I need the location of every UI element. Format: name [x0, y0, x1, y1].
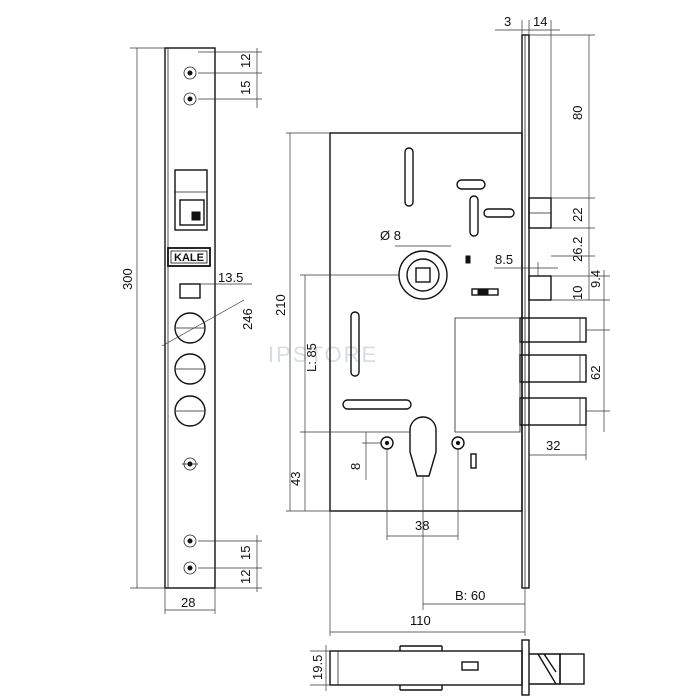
dim-spindle-diameter: Ø 8	[380, 228, 401, 243]
bolt-2	[519, 354, 587, 383]
middle-screw-hole	[182, 457, 198, 471]
cylinder-screw-hole-left	[380, 436, 394, 450]
faceplate-outline	[164, 47, 216, 589]
bolt-cavity	[454, 317, 521, 433]
bolt-1	[519, 317, 587, 343]
slot-mid-vertical	[350, 311, 360, 377]
dim-cylinder-screw-offset: 8	[348, 463, 363, 470]
dim-body-height: 210	[273, 294, 288, 316]
watermark: IPSTORE	[268, 342, 378, 367]
dim-faceplate-width: 28	[181, 595, 195, 610]
dim-bolt-throw: 32	[546, 438, 560, 453]
dim-cylinder-screw-spacing: 38	[415, 518, 429, 533]
dim-deadlatch-height: 10	[570, 286, 585, 300]
slot-latch-vertical	[469, 195, 479, 237]
slot-latch-horizontal	[483, 208, 515, 218]
cylinder-profile	[409, 416, 437, 477]
slot-top-horizontal	[456, 179, 486, 190]
faceplate-view: KALE 300	[120, 47, 262, 614]
latch-opening	[174, 169, 208, 231]
handle-follower	[395, 245, 451, 300]
bolt-hole-3	[174, 395, 206, 427]
top-view-body	[329, 650, 523, 686]
dim-top-hole-b: 15	[238, 81, 253, 95]
dim-body-depth: 110	[410, 613, 431, 628]
dim-bottom-hole-b: 12	[238, 570, 253, 584]
slot-lower-horizontal	[342, 399, 412, 410]
bottom-screw-hole-1	[183, 534, 197, 548]
dim-hole-span: 246	[240, 308, 255, 330]
bolt-hole-2	[174, 353, 206, 385]
top-view: 19.5	[310, 639, 585, 696]
deadlatch	[528, 275, 552, 301]
bottom-screw-hole-2	[183, 561, 197, 575]
front-plate-side	[521, 34, 530, 589]
dim-cylinder-to-bottom: 43	[288, 472, 303, 486]
dim-offset-13-5: 13.5	[218, 270, 243, 285]
dim-26-2: 26.2	[570, 237, 585, 262]
dim-faceplate-height: 300	[120, 268, 135, 290]
brand-badge: KALE	[167, 247, 211, 267]
latch-tongue	[528, 197, 552, 229]
bolt-hole-1	[174, 312, 206, 344]
top-view-slot	[461, 661, 479, 671]
dim-top-to-latch: 80	[570, 106, 585, 120]
brand-logo-text: KALE	[174, 252, 204, 264]
top-screw-hole-2	[183, 92, 197, 106]
small-slot-bottom	[470, 453, 477, 469]
deadlatch-opening	[179, 283, 201, 299]
dim-top-hole-a: 12	[238, 54, 253, 68]
dim-backset: B: 60	[455, 588, 485, 603]
top-view-front-plate	[521, 639, 530, 696]
dim-bottom-hole-a: 15	[238, 546, 253, 560]
dim-latch-height: 22	[570, 208, 585, 222]
dim-thickness: 19.5	[310, 655, 325, 680]
cylinder-screw-hole-right	[451, 436, 465, 450]
dim-bolt-spacing: 62	[588, 366, 603, 380]
top-view-latch	[529, 653, 585, 685]
dim-9-4: 9.4	[588, 270, 603, 288]
dim-8-5: 8.5	[495, 252, 513, 267]
lock-body-view: Ø 8 210 L: 85 43 8 38 B: 60 110	[273, 14, 610, 636]
bolt-3	[519, 397, 587, 426]
dim-handle-to-cylinder: L: 85	[304, 343, 319, 372]
small-mark	[465, 255, 471, 264]
slot-top-vertical	[404, 147, 414, 207]
dim-plate-thickness: 3	[504, 14, 511, 29]
top-screw-hole-1	[183, 66, 197, 80]
dim-latch-offset: 14	[533, 14, 547, 29]
